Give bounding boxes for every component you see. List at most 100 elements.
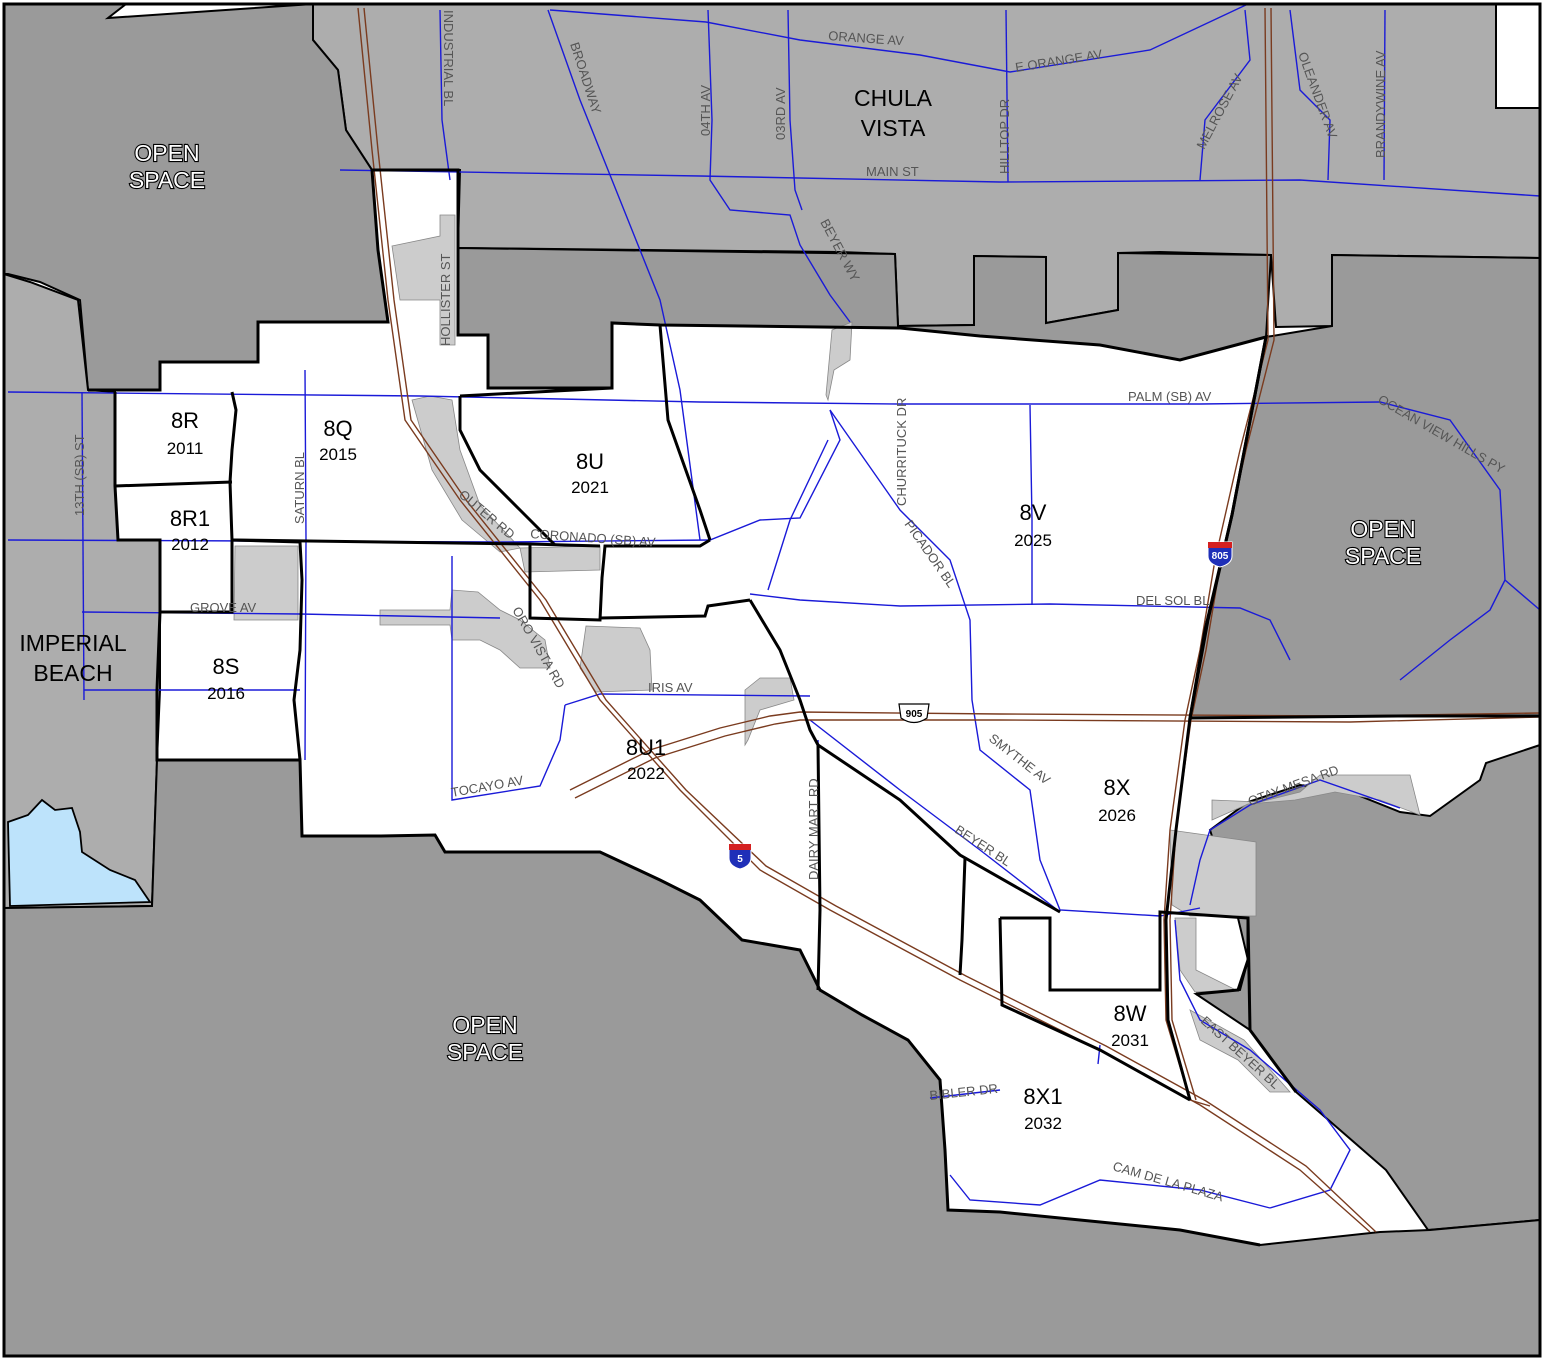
- iris-av-line: [564, 693, 811, 706]
- line-8v-south: [748, 599, 820, 746]
- grove-av-label: GROVE AV: [190, 600, 257, 615]
- zone-labels: 8R 2011 8R1 2012 8S 2016 8Q 2015 8U 2021…: [167, 408, 1149, 1133]
- zone-8u1-code: 2022: [627, 764, 665, 783]
- sr905-shield-icon: 905: [898, 703, 930, 724]
- zone-8w-name: 8W: [1114, 1001, 1147, 1026]
- zone-8v-name: 8V: [1020, 500, 1047, 525]
- zone-8x1-code: 2032: [1024, 1114, 1062, 1133]
- line-8u: [458, 396, 557, 547]
- developed-parcels: [233, 214, 1421, 1093]
- zone-8r1-code: 2012: [171, 535, 209, 554]
- line-8x-diag: [817, 743, 1061, 914]
- imperial-beach-label-2: BEACH: [33, 660, 112, 686]
- line-8s-west: [292, 541, 304, 761]
- open-space-east-label-1: OPEN: [1350, 516, 1415, 542]
- sr905-line-b: [574, 716, 1541, 799]
- open-space-south-label-2: SPACE: [447, 1039, 523, 1065]
- zone-8r-8r1: [113, 392, 1261, 1247]
- picador-bl-line: [829, 409, 1201, 917]
- broadway-line: [547, 9, 701, 541]
- line-8x1-north: [958, 857, 967, 976]
- melrose-av-line: [1199, 9, 1251, 181]
- zone-8v-code: 2025: [1014, 531, 1052, 550]
- zone-8s-name: 8S: [213, 654, 240, 679]
- line-8w-west: [998, 917, 1191, 1102]
- open-space-east-label-2: SPACE: [1345, 543, 1421, 569]
- misc-line-2: [1097, 1044, 1101, 1065]
- zone-8x1-name: 8X1: [1023, 1084, 1062, 1109]
- line-dairy: [816, 744, 822, 991]
- main-st-label: MAIN ST: [866, 164, 919, 179]
- line-i805-boundary: [1164, 336, 1268, 1101]
- line-8u1-mid: [599, 598, 751, 620]
- brandywine-av-line: [1383, 9, 1386, 181]
- chula-vista-label-1: CHULA: [854, 85, 933, 111]
- misc-line-1: [767, 439, 829, 591]
- beyer-bl-line: [809, 719, 1061, 913]
- iris-av-label: IRIS AV: [648, 680, 693, 695]
- 13th-st-line: [81, 391, 85, 701]
- zone-8x-code: 2026: [1098, 806, 1136, 825]
- zone-8w-code: 2031: [1111, 1031, 1149, 1050]
- i5-shield-label: 5: [737, 854, 743, 865]
- hilltop-dr-line: [1005, 9, 1009, 183]
- zone-8s-code: 2016: [207, 684, 245, 703]
- 13th-st-label: 13TH (SB) ST: [72, 434, 87, 516]
- bibler-dr-label: BIBLER DR: [929, 1081, 999, 1103]
- otay-mesa-rd-line: [1189, 779, 1401, 906]
- line-8u-top: [459, 386, 613, 398]
- zone-8r-code: 2011: [167, 439, 204, 458]
- del-sol-bl-line: [749, 593, 1291, 661]
- 04th-av-label: 04TH AV: [698, 85, 713, 136]
- open-space-southeast: [1193, 743, 1541, 1232]
- open-space-south-label-1: OPEN: [452, 1012, 517, 1038]
- zone-boundaries: [88, 168, 1540, 1247]
- tocayo-av-line: [451, 556, 566, 801]
- rail-spur: [1189, 1099, 1211, 1107]
- brandywine-av-label: BRANDYWINE AV: [1373, 50, 1388, 158]
- orange-av-label: ORANGE AV: [828, 28, 905, 48]
- zone-8u-name: 8U: [576, 449, 604, 474]
- oleander-av-line: [1289, 9, 1331, 181]
- 03rd-av-line: [787, 9, 803, 211]
- 03rd-av-label: 03RD AV: [773, 87, 788, 140]
- zone-8u-code: 2021: [571, 478, 609, 497]
- i805-shield-icon: 805: [1207, 541, 1233, 568]
- sr905-shield-label: 905: [906, 709, 923, 720]
- water-bay: [7, 798, 152, 907]
- zone-8x-name: 8X: [1104, 775, 1131, 800]
- i5-shield-icon: 5: [728, 843, 752, 870]
- chula-vista-label-2: VISTA: [861, 115, 926, 141]
- line-8u-east: [658, 324, 712, 541]
- ocean-view-line: [1399, 579, 1506, 681]
- main-st-line: [339, 169, 1541, 197]
- line-8u1-north: [528, 538, 711, 622]
- zone-8q-code: 2015: [319, 445, 357, 464]
- imperial-beach-label-1: IMPERIAL: [19, 630, 127, 656]
- dairy-mart-rd-label: DAIRY MART RD: [806, 778, 821, 880]
- line-8w: [1000, 910, 1250, 996]
- i5-line-b: [363, 7, 1377, 1233]
- hilltop-dr-label: HILLTOP DR: [997, 99, 1012, 174]
- zone-8u1-name: 8U1: [626, 735, 666, 760]
- 04th-av-line: [707, 9, 851, 323]
- line-8r-8q: [228, 391, 238, 541]
- del-sol-bl-label: DEL SOL BL: [1136, 593, 1209, 608]
- line-8x-east: [1246, 917, 1298, 1093]
- palm-av-line: [7, 391, 1541, 611]
- zone-8r-name: 8R: [171, 408, 199, 433]
- churrituck-dr-label: CHURRITUCK DR: [894, 398, 909, 506]
- i805-shield-label: 805: [1212, 551, 1229, 562]
- street-network: [7, 3, 1541, 1209]
- cam-de-la-plaza-line: [949, 1174, 1271, 1209]
- orange-av-line: [549, 3, 1249, 73]
- east-beyer-line: [1174, 919, 1351, 1209]
- place-labels: CHULA VISTA IMPERIAL BEACH OPEN SPACE OP…: [19, 85, 1422, 1066]
- hollister-st-label: HOLLISTER ST: [438, 253, 453, 346]
- palm-av-label: PALM (SB) AV: [1128, 389, 1212, 404]
- open-space-nw-label-1: OPEN: [134, 140, 199, 166]
- industrial-bl-label: INDUSTRIAL BL: [441, 10, 456, 106]
- zone-8r1-name: 8R1: [170, 506, 210, 531]
